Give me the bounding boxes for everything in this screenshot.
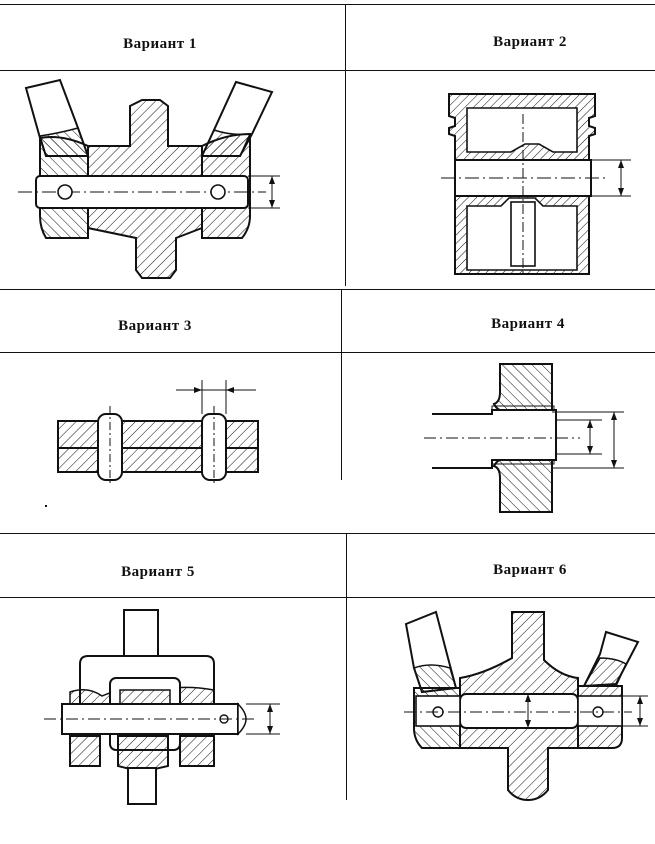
variant-4-drawing — [424, 363, 624, 513]
grid-line-vertical-1 — [345, 4, 346, 286]
variant-3-drawing — [57, 380, 259, 484]
grid-line-top — [0, 4, 655, 5]
variant-5-drawing — [44, 609, 280, 805]
variant-6-drawing — [404, 610, 648, 802]
stray-dot — [45, 505, 47, 507]
variant-5-label: Вариант 5 — [121, 564, 195, 580]
variant-6-label: Вариант 6 — [493, 562, 567, 578]
variant-2-label: Вариант 2 — [493, 34, 567, 50]
grid-line-row3 — [0, 533, 655, 534]
grid-line-row2-header — [0, 352, 655, 353]
grid-line-row1-header — [0, 70, 655, 71]
grid-line-vertical-3 — [346, 534, 347, 800]
grid-line-vertical-2 — [341, 290, 342, 480]
variant-4-label: Вариант 4 — [491, 316, 565, 332]
variant-1-label: Вариант 1 — [123, 36, 197, 52]
variant-2-drawing — [441, 93, 631, 275]
variant-3-label: Вариант 3 — [118, 318, 192, 334]
grid-line-row3-header — [0, 597, 655, 598]
variant-1-drawing — [18, 78, 280, 279]
grid-line-row2 — [0, 289, 655, 290]
